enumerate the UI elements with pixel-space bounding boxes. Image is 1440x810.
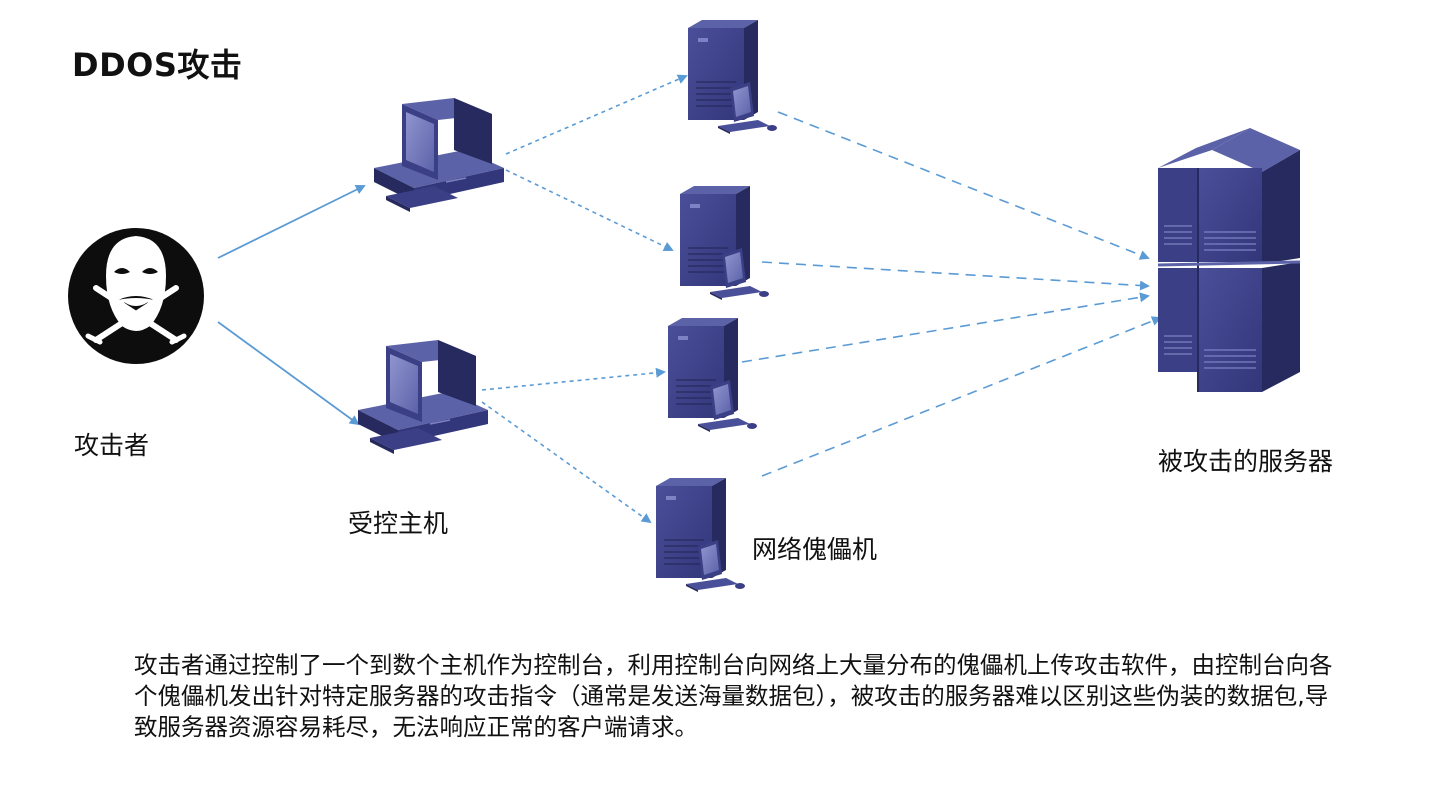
attacker-label: 攻击者 — [74, 431, 150, 460]
desktop-computer-icon — [357, 339, 489, 455]
arrow-attacker-to-host-1 — [217, 185, 366, 259]
arrow-host-2-to-bot-4 — [481, 401, 652, 524]
anonymous-mask-icon — [68, 228, 204, 364]
server-rack-icon — [1157, 128, 1301, 392]
arrow-host-1-to-bot-1 — [505, 74, 688, 155]
target-server-label: 被攻击的服务器 — [1158, 447, 1334, 476]
arrow-attacker-to-host-2 — [217, 321, 360, 426]
page-title: DDOS攻击 — [72, 46, 243, 84]
tower-server-icon — [655, 477, 746, 593]
controlled-hosts-label: 受控主机 — [348, 509, 449, 538]
arrow-bot-1-to-target — [777, 111, 1150, 260]
tower-server-icon — [667, 317, 758, 433]
arrow-bot-2-to-target — [761, 261, 1150, 291]
botnet-label: 网络傀儡机 — [752, 535, 878, 564]
desktop-computer-icon — [373, 97, 505, 213]
arrow-host-1-to-bot-2 — [505, 169, 674, 252]
arrow-bot-3-to-target — [741, 292, 1150, 363]
arrow-host-2-to-bot-3 — [481, 367, 666, 391]
tower-server-icon — [687, 19, 778, 135]
tower-server-icon — [679, 185, 770, 301]
arrow-bot-4-to-target — [761, 316, 1162, 477]
description-paragraph: 攻击者通过控制了一个到数个主机作为控制台，利用控制台向网络上大量分布的傀儡机上传… — [134, 651, 1333, 741]
